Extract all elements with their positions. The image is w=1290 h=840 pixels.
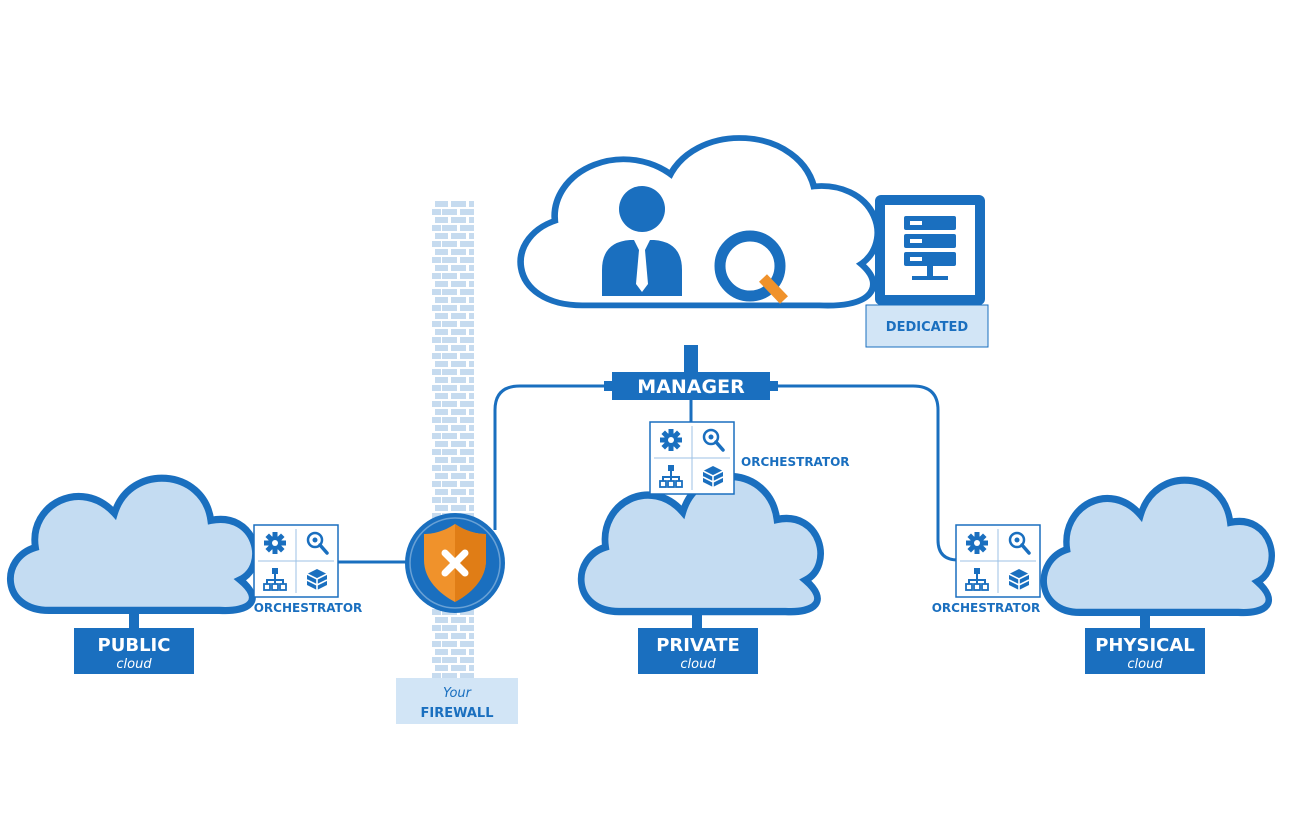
boxes-icon — [702, 466, 724, 487]
shield-x-icon — [405, 513, 505, 613]
physical-label-title: PHYSICAL — [1095, 635, 1195, 656]
physical-label-box — [1085, 628, 1205, 674]
public-label-subtitle: cloud — [116, 657, 152, 672]
firewall-label-box — [396, 678, 518, 724]
orchestrator-public — [253, 524, 339, 598]
boxes-icon — [306, 569, 328, 590]
line-manager-to-physical — [776, 384, 959, 562]
gear-icon — [264, 532, 286, 554]
manager-cloud — [528, 145, 870, 300]
public-label-title: PUBLIC — [98, 635, 171, 656]
firewall-label-line2: FIREWALL — [421, 706, 494, 721]
private-cloud: PRIVATE cloud — [581, 476, 820, 674]
public-cloud: PUBLIC cloud — [10, 478, 255, 674]
server-icon — [904, 216, 956, 280]
orchestrator-physical — [955, 524, 1041, 598]
physical-cloud: PHYSICAL cloud — [1044, 480, 1272, 674]
orchestrator-private-label: ORCHESTRATOR — [741, 455, 850, 469]
hierarchy-icon — [263, 568, 287, 591]
private-label-subtitle: cloud — [680, 657, 716, 672]
user-icon — [602, 186, 682, 296]
hierarchy-icon — [659, 465, 683, 488]
dedicated-group: DEDICATED — [865, 195, 989, 348]
manager-label: MANAGER — [637, 376, 745, 398]
search-logo-icon — [714, 230, 788, 304]
physical-label-subtitle: cloud — [1127, 657, 1163, 672]
dedicated-label-box — [865, 304, 989, 348]
private-label-title: PRIVATE — [656, 635, 740, 656]
connector-lines — [338, 345, 959, 564]
hierarchy-icon — [965, 568, 989, 591]
public-label-box — [74, 628, 194, 674]
gear-icon — [660, 429, 682, 451]
orchestrator-physical-label: ORCHESTRATOR — [932, 601, 1041, 615]
boxes-icon — [1008, 569, 1030, 590]
search-icon — [306, 531, 329, 555]
firewall-group: Your FIREWALL — [396, 200, 518, 724]
gear-icon — [966, 532, 988, 554]
orchestrator-private — [649, 421, 735, 495]
line-manager-to-firewall — [493, 384, 612, 530]
dedicated-label: DEDICATED — [886, 320, 969, 335]
manager-label-box — [612, 372, 770, 400]
search-icon — [1008, 531, 1031, 555]
manager-label-group: MANAGER — [604, 372, 778, 400]
private-label-box — [638, 628, 758, 674]
firewall-label-line1: Your — [443, 686, 473, 701]
search-icon — [702, 428, 725, 452]
orchestrator-public-label: ORCHESTRATOR — [254, 601, 363, 615]
